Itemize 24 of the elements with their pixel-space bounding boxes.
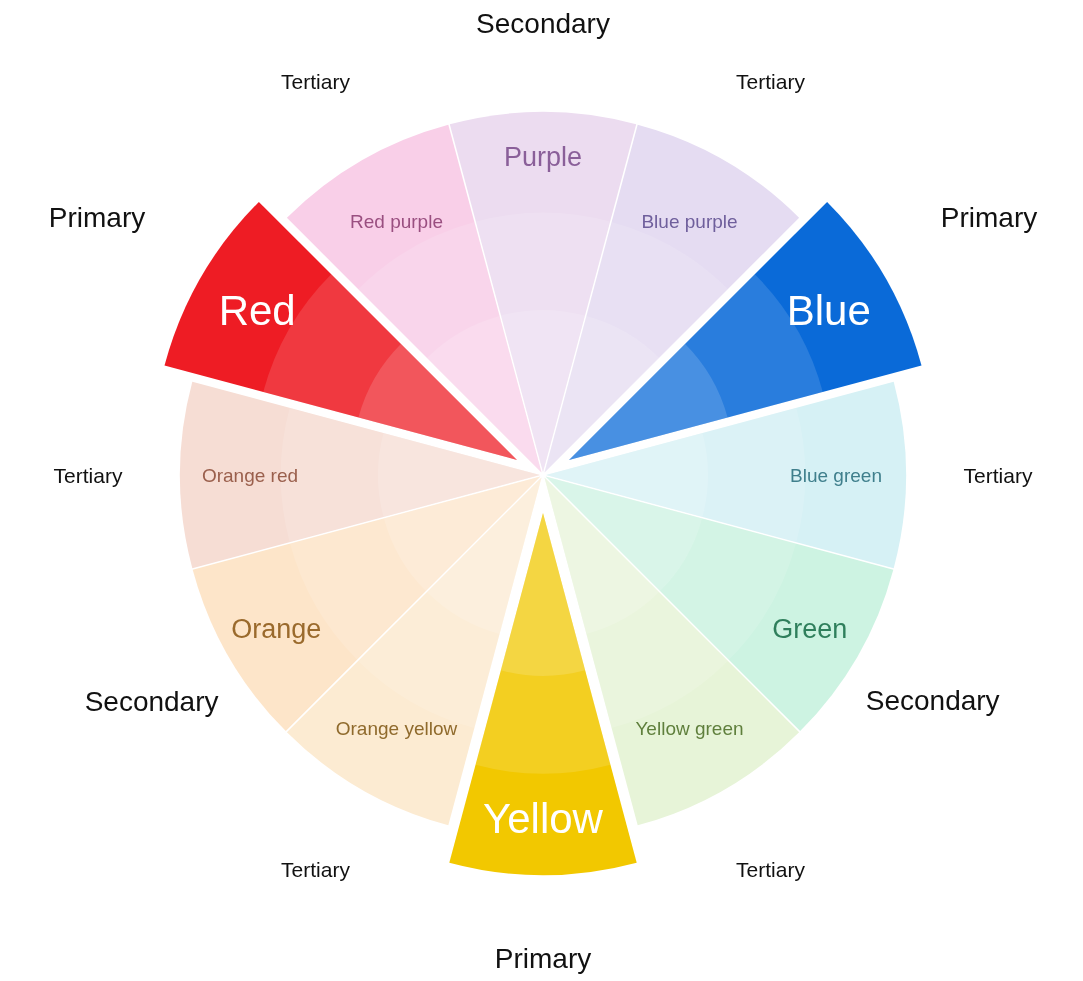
category-label: Secondary — [84, 685, 219, 717]
color-name: Blue green — [790, 464, 882, 486]
category-label: Tertiary — [281, 857, 350, 881]
color-name: Purple — [504, 142, 582, 172]
category-label: Tertiary — [736, 69, 805, 93]
category-label: Primary — [48, 202, 146, 233]
category-label: Primary — [494, 942, 592, 974]
category-label: Tertiary — [281, 69, 350, 93]
category-label: Secondary — [476, 7, 610, 39]
color-name: Orange yellow — [335, 718, 458, 740]
color-name: Red — [218, 286, 296, 334]
color-name: Yellow green — [635, 718, 744, 740]
color-name: Blue purple — [641, 210, 738, 232]
color-name: Yellow — [483, 794, 603, 842]
color-name: Red purple — [350, 210, 443, 232]
category-label: Secondary — [865, 684, 1000, 716]
color-name: Orange — [231, 614, 322, 644]
color-name: Orange red — [201, 464, 299, 486]
category-label: Tertiary — [963, 463, 1033, 487]
category-label: Tertiary — [736, 857, 805, 881]
color-name: Green — [772, 614, 848, 644]
category-label: Primary — [940, 202, 1038, 233]
category-label: Tertiary — [53, 463, 123, 487]
color-name: Blue — [786, 286, 871, 334]
